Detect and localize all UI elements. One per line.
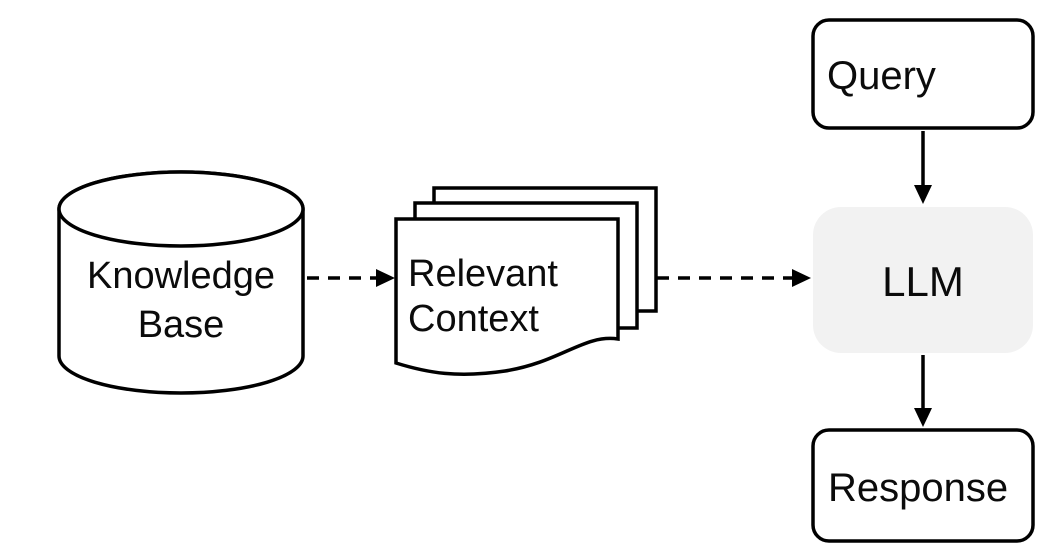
knowledge-base-node: Knowledge Base (57, 170, 305, 395)
database-cylinder-top (57, 170, 305, 248)
response-box (811, 428, 1035, 543)
llm-node: LLM (813, 207, 1033, 353)
document-front (394, 217, 620, 376)
arrow-llm-to-response (914, 355, 932, 427)
arrow-context-to-llm (657, 269, 811, 287)
llm-label: LLM (882, 258, 964, 305)
arrowhead-icon (914, 185, 932, 204)
relevant-context-label-line1: Relevant (408, 253, 558, 295)
relevant-context-node: Relevant Context (394, 186, 658, 376)
query-node: Query (811, 18, 1035, 130)
arrowhead-icon (914, 408, 932, 427)
relevant-context-label-line2: Context (408, 298, 539, 340)
knowledge-base-label-line2: Base (138, 304, 225, 346)
query-label: Query (827, 54, 936, 98)
llm-box (813, 207, 1033, 353)
response-node: Response (811, 428, 1035, 543)
arrowhead-icon (376, 269, 395, 287)
arrowhead-icon (792, 269, 811, 287)
query-box (811, 18, 1035, 130)
arrow-kb-to-context (307, 269, 395, 287)
response-label: Response (828, 466, 1008, 510)
arrow-query-to-llm (914, 131, 932, 204)
knowledge-base-label-line1: Knowledge (87, 255, 275, 297)
